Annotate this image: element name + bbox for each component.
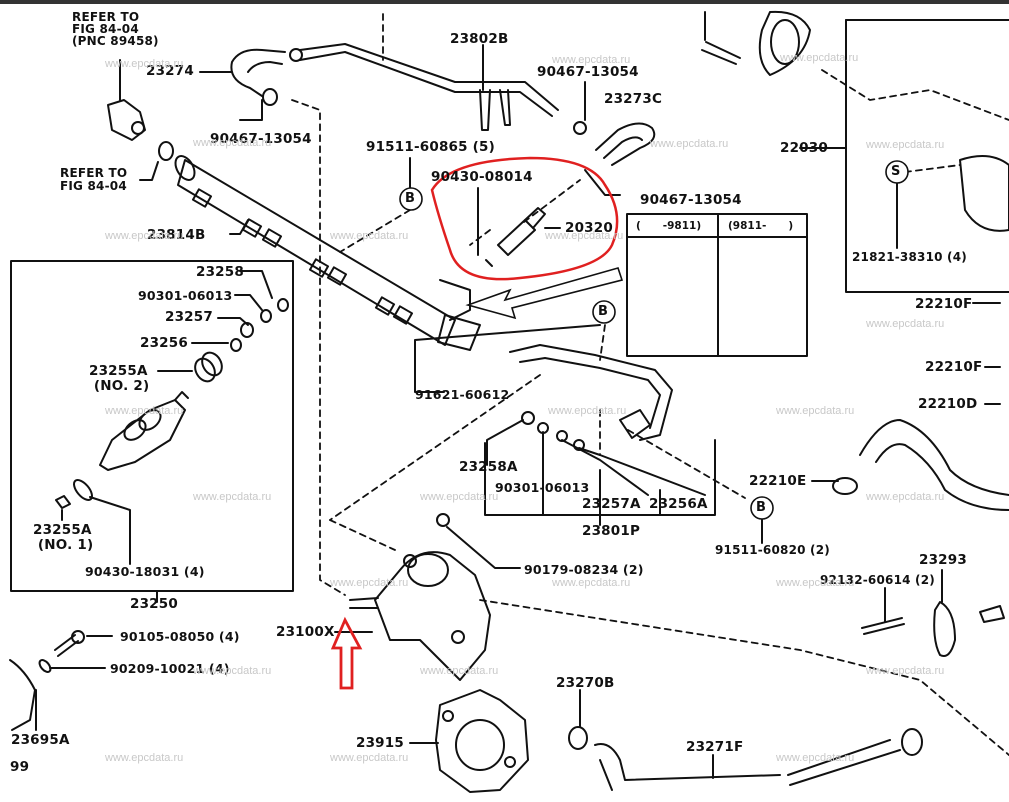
watermark: www.epcdata.ru [866,491,945,503]
label-22030: 22030 [780,140,828,156]
label-90301-06013-a: 90301-06013 [138,288,233,303]
watermark: www.epcdata.ru [193,491,272,503]
callout-b-3 [750,496,774,520]
refer-line-2: FIG 84-04 [72,22,139,36]
label-23801P: 23801P [582,523,641,539]
watermark: www.epcdata.ru [330,752,409,764]
red-arrow-up [330,616,363,690]
refer-line-3: (PNC 89458) [72,34,159,48]
label-refer-fig: REFER TO FIG 84-04 [60,167,127,193]
label-90467-13054-b: 90467-13054 [537,64,639,80]
label-90105-08050: 90105-08050 (4) [120,629,240,644]
label-90301-06013-b: 90301-06013 [495,480,590,495]
label-99: 99 [10,759,30,775]
callout-s-label: S [891,164,901,179]
label-90467-13054-a: 90467-13054 [210,131,312,147]
callout-s [885,160,909,184]
label-90430-08014: 90430-08014 [431,169,533,185]
label-90430-18031: 90430-18031 (4) [85,564,205,579]
watermark: www.epcdata.ru [105,230,184,242]
part-note: (NO. 2) [93,378,150,394]
watermark: www.epcdata.ru [105,58,184,70]
label-91621-60612: 91621-60612 [415,387,510,402]
label-23255A-no1: 23255A (NO. 1) [33,523,93,553]
label-23802B: 23802B [450,31,509,47]
watermark: www.epcdata.ru [552,54,631,66]
watermark: www.epcdata.ru [105,405,184,417]
watermark: www.epcdata.ru [552,577,631,589]
callout-b-2 [592,300,616,324]
label-refer-fig-pnc: REFER TO FIG 84-04 (PNC 89458) [72,11,159,47]
refer-line-1: REFER TO [60,166,128,180]
part-number: 23255A [33,522,92,538]
throttle-body-box [845,19,1009,293]
watermark: www.epcdata.ru [866,318,945,330]
callout-b-label-3: B [756,500,766,515]
part-note: (NO. 1) [37,537,94,553]
label-22210E: 22210E [749,473,807,489]
label-91511-60865: 91511-60865 (5) [366,139,495,155]
label-90467-13054-c: 90467-13054 [640,192,742,208]
watermark: www.epcdata.ru [105,752,184,764]
watermark: www.epcdata.ru [866,665,945,677]
label-23274: 23274 [146,63,194,79]
inset-header-after: (9811- ) [728,220,794,232]
label-23293: 23293 [919,552,967,568]
watermark: www.epcdata.ru [193,665,272,677]
direction-arrow [465,267,624,320]
label-21821-38310: 21821-38310 (4) [852,250,967,264]
watermark: www.epcdata.ru [776,405,855,417]
label-23915: 23915 [356,735,404,751]
label-23695A: 23695A [11,732,70,748]
label-23255A-no2: 23255A (NO. 2) [89,364,149,394]
label-92132-60614: 92132-60614 (2) [820,573,935,587]
watermark: www.epcdata.ru [420,491,499,503]
label-23257: 23257 [165,309,213,325]
label-23270B: 23270B [556,675,615,691]
red-highlight-circle [430,156,619,281]
callout-b-label-2: B [598,304,608,319]
callout-b-1 [399,187,423,211]
label-23256: 23256 [140,335,188,351]
label-23271F: 23271F [686,739,744,755]
label-22210D: 22210D [918,396,978,412]
watermark: www.epcdata.ru [776,577,855,589]
refer-line-2: FIG 84-04 [60,179,127,193]
label-22210F-a: 22210F [915,296,973,312]
watermark: www.epcdata.ru [548,405,627,417]
watermark: www.epcdata.ru [330,230,409,242]
watermark: www.epcdata.ru [330,577,409,589]
label-23273C: 23273C [604,91,663,107]
label-90179-08234: 90179-08234 (2) [524,562,644,577]
refer-line-1: REFER TO [72,10,140,24]
watermark: www.epcdata.ru [780,52,859,64]
window-top-edge [0,0,1009,4]
callout-b-label-1: B [405,191,415,206]
watermark: www.epcdata.ru [193,137,272,149]
label-91511-60820: 91511-60820 (2) [715,543,830,557]
watermark: www.epcdata.ru [866,139,945,151]
watermark: www.epcdata.ru [650,138,729,150]
label-23814B: 23814B [147,227,206,243]
label-23258A: 23258A [459,459,518,475]
part-number: 23255A [89,363,148,379]
label-23256A: 23256A [649,496,708,512]
watermark: www.epcdata.ru [420,665,499,677]
injector-inset-box [10,260,294,592]
label-23257A: 23257A [582,496,641,512]
inset-header-before: ( -9811) [636,220,702,232]
label-23100X: 23100X [276,624,335,640]
label-23258: 23258 [196,264,244,280]
watermark: www.epcdata.ru [776,752,855,764]
label-20320: 20320 [565,220,613,236]
label-23250: 23250 [130,596,178,612]
label-90209-10021: 90209-10021 (4) [110,661,230,676]
watermark: www.epcdata.ru [545,230,624,242]
label-22210F-b: 22210F [925,359,983,375]
